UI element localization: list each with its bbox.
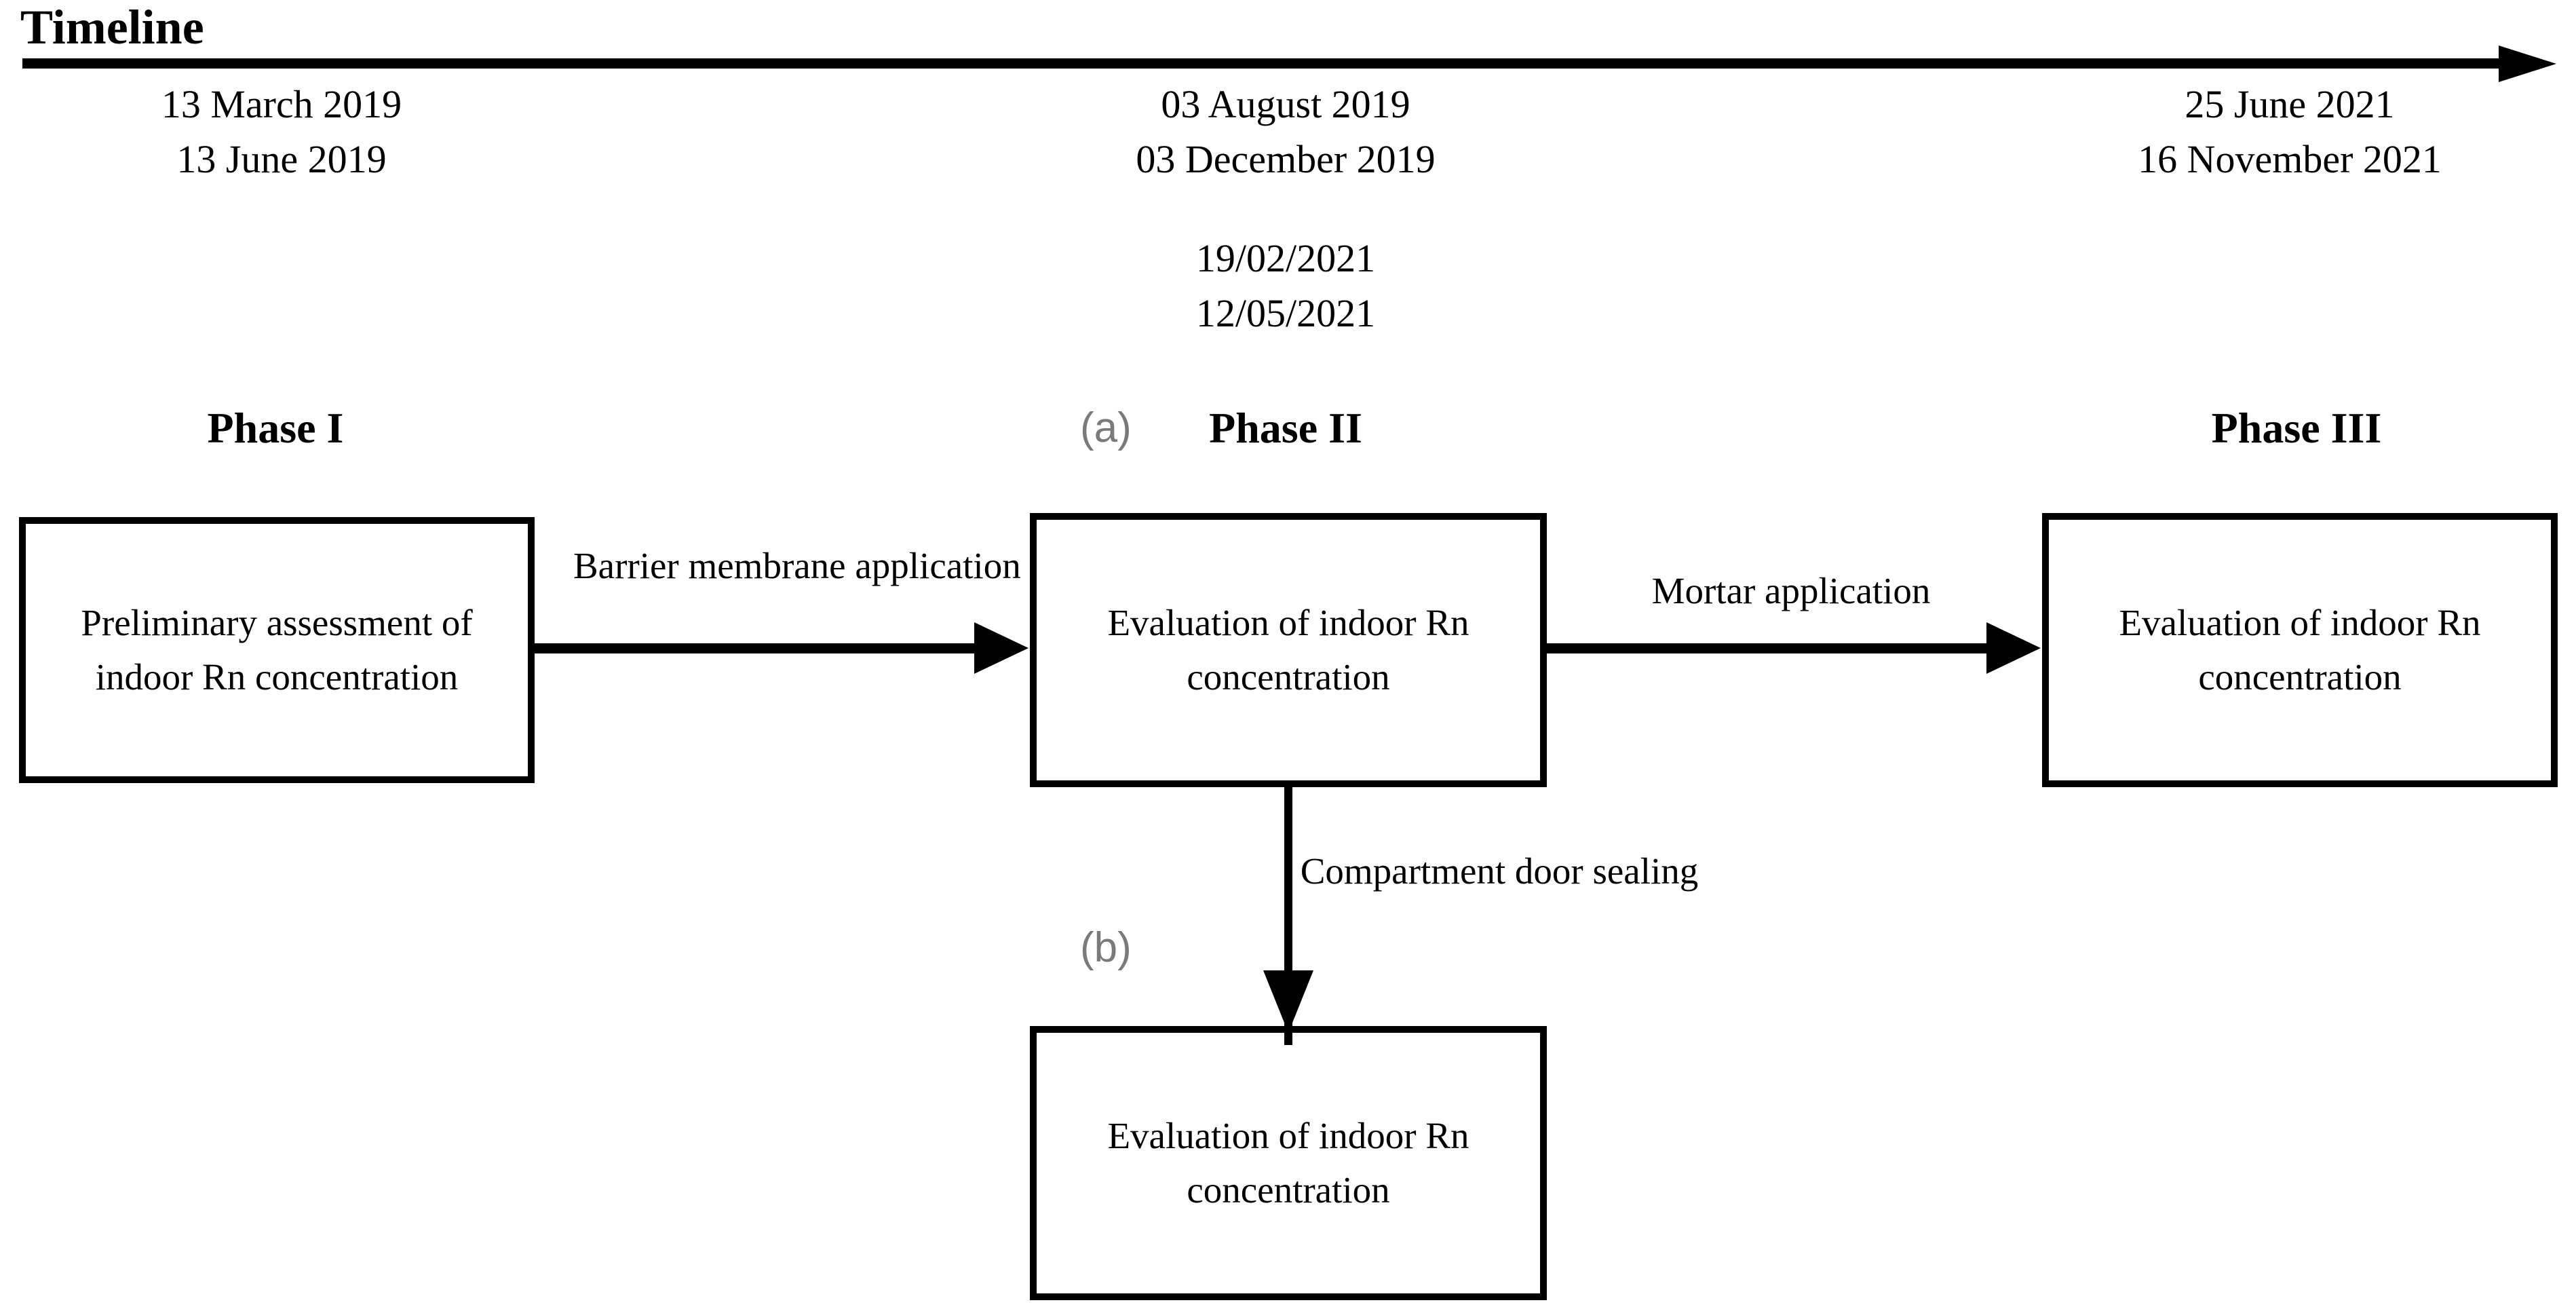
box-phase-1: Preliminary assessment of indoor Rn conc… <box>19 517 535 783</box>
timeline-dates-phase-3: 25 June 2021 16 November 2021 <box>2008 77 2571 187</box>
date-text: 03 December 2019 <box>1136 137 1436 181</box>
phase-2-heading: Phase II <box>1209 404 1362 452</box>
timeline-dates-phase-2b: 19/02/2021 12/05/2021 <box>1004 231 1567 341</box>
date-text: 16 November 2021 <box>2138 137 2442 181</box>
arrow-phase2-to-phase3-head-icon <box>1986 622 2041 674</box>
arrow-phase2-to-phase2b-head-icon <box>1263 970 1313 1033</box>
box-phase-2-label: Evaluation of indoor Rn concentration <box>1107 602 1469 698</box>
timeline-arrow-icon <box>2499 45 2556 82</box>
edge-label-compartment-door-sealing: Compartment door sealing <box>1300 850 1699 892</box>
timeline-dates-phase-2: 03 August 2019 03 December 2019 <box>1004 77 1567 187</box>
subfigure-label-a: (a) <box>1080 404 1132 451</box>
phase-3-heading: Phase III <box>2211 404 2382 452</box>
arrow-phase1-to-phase2-shaft <box>535 643 976 653</box>
timeline-title: Timeline <box>20 0 204 54</box>
arrow-phase1-to-phase2-head-icon <box>974 622 1029 674</box>
phase-1-heading: Phase I <box>207 404 344 452</box>
box-phase-1-label: Preliminary assessment of indoor Rn conc… <box>81 602 473 698</box>
arrow-phase2-to-phase3-shaft <box>1547 643 1988 653</box>
date-text: 25 June 2021 <box>2185 82 2395 126</box>
subfigure-label-b: (b) <box>1080 924 1132 971</box>
date-text: 13 June 2019 <box>176 137 387 181</box>
edge-label-barrier-membrane: Barrier membrane application <box>573 545 1021 586</box>
box-phase-2b-label: Evaluation of indoor Rn concentration <box>1107 1115 1469 1211</box>
timeline-axis-line <box>22 58 2500 69</box>
date-text: 13 March 2019 <box>161 82 402 126</box>
date-text: 19/02/2021 <box>1195 236 1376 280</box>
box-phase-2b: Evaluation of indoor Rn concentration <box>1030 1026 1547 1300</box>
box-phase-3: Evaluation of indoor Rn concentration <box>2042 513 2558 787</box>
timeline-dates-phase-1: 13 March 2019 13 June 2019 <box>0 77 563 187</box>
box-phase-3-label: Evaluation of indoor Rn concentration <box>2119 602 2481 698</box>
edge-label-mortar-application: Mortar application <box>1651 570 1931 611</box>
date-text: 12/05/2021 <box>1195 291 1376 335</box>
box-phase-2: Evaluation of indoor Rn concentration <box>1030 513 1547 787</box>
date-text: 03 August 2019 <box>1161 82 1410 126</box>
